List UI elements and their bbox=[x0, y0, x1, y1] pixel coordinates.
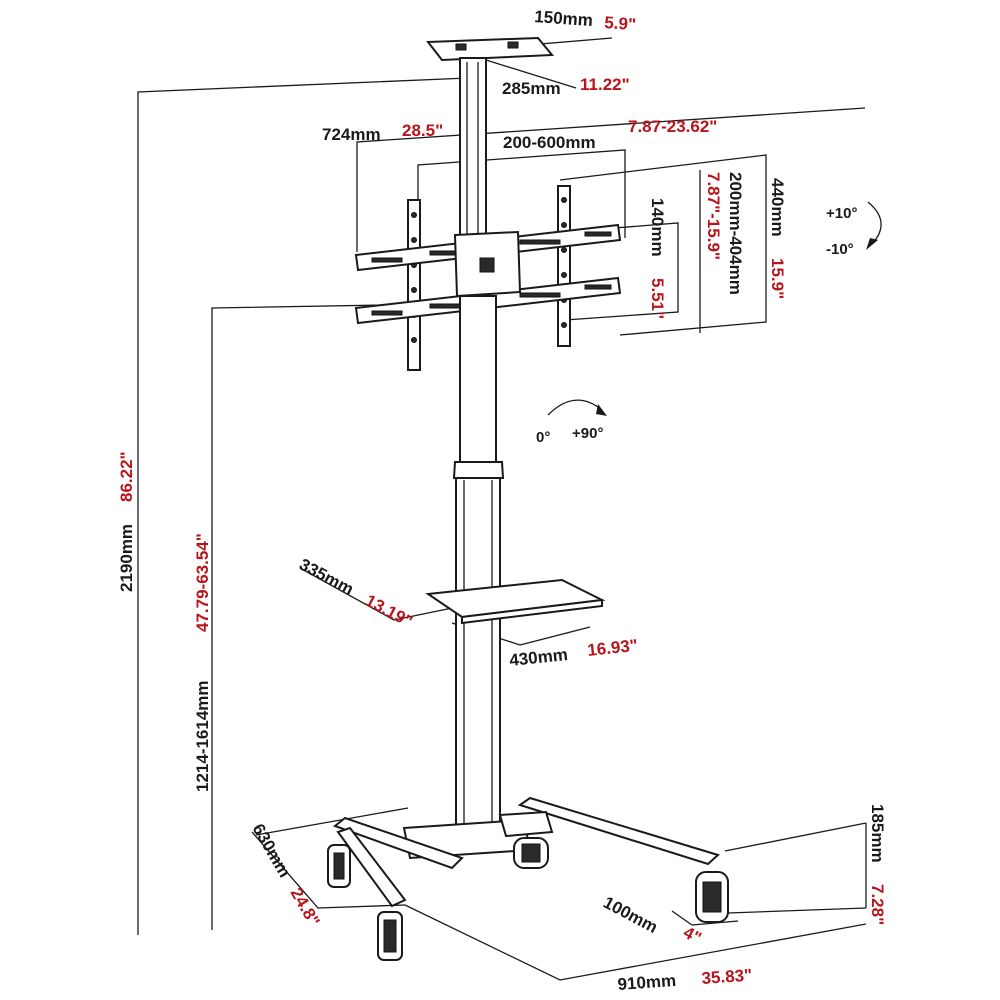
base-height-mm-label: 185mm bbox=[868, 804, 887, 863]
mount-height-mm-label: 440mm bbox=[768, 178, 787, 237]
tilt-down-label: -10° bbox=[826, 241, 854, 258]
rotation-end-label: +90° bbox=[572, 425, 603, 442]
main-column bbox=[452, 295, 505, 839]
rotation-start-label: 0° bbox=[536, 429, 550, 446]
vesa-width-mm-label: 200-600mm bbox=[503, 133, 596, 152]
height-clamp bbox=[452, 461, 505, 479]
tilt-up-label: +10° bbox=[826, 205, 857, 222]
tilt-arrow-icon bbox=[866, 201, 882, 250]
base-height-in-label: 7.28" bbox=[868, 884, 887, 925]
arm-spacing-mm-label: 140mm bbox=[648, 198, 667, 257]
base bbox=[332, 796, 720, 908]
adjustable-height-mm-label: 1214-1614mm bbox=[193, 680, 212, 792]
arm-spacing-in-label: 5.51" bbox=[648, 278, 667, 319]
caster-left bbox=[327, 844, 351, 888]
vesa-width-in-label: 7.87-23.62" bbox=[628, 117, 717, 136]
vesa-height-mm-label: 200mm-404mm bbox=[726, 172, 745, 295]
caster-rear bbox=[513, 837, 549, 869]
shelf bbox=[425, 578, 606, 625]
vesa-mount bbox=[354, 185, 622, 371]
caster-front bbox=[377, 911, 403, 961]
shelf-width-in-label: 16.93" bbox=[586, 636, 638, 660]
front-left-leg bbox=[336, 826, 407, 908]
right-leg bbox=[517, 796, 720, 866]
shelf-depth-in-label: 13.19" bbox=[362, 591, 416, 632]
casters bbox=[327, 837, 729, 961]
base-width-mm-label: 910mm bbox=[617, 971, 677, 994]
rear-left-leg bbox=[332, 816, 464, 870]
mount-height-in-label: 15.9" bbox=[768, 258, 787, 299]
adjustable-height-in-label: 47.79-63.54" bbox=[193, 533, 212, 632]
total-height-in-label: 86.22" bbox=[117, 451, 136, 502]
right-vertical-bracket bbox=[557, 185, 571, 347]
rear-right-leg bbox=[498, 810, 554, 838]
total-height-mm-label: 2190mm bbox=[117, 524, 136, 592]
rotation-arrow-icon bbox=[547, 399, 607, 416]
mount-width-in-label: 28.5" bbox=[402, 121, 443, 140]
ceiling-pole-mm-label: 285mm bbox=[502, 79, 561, 98]
top-plate-in-label: 5.9" bbox=[604, 13, 637, 34]
vesa-height-in-label: 7.87"-15.9" bbox=[704, 172, 723, 260]
top-plate-mm-label: 150mm bbox=[534, 7, 594, 30]
ceiling-pole-in-label: 11.22" bbox=[580, 75, 630, 94]
caster-right bbox=[695, 871, 729, 923]
left-vertical-bracket bbox=[407, 199, 421, 371]
base-width-in-label: 35.83" bbox=[701, 966, 753, 988]
mount-width-mm-label: 724mm bbox=[322, 125, 381, 144]
caster-mm-label: 100mm bbox=[600, 893, 661, 937]
upper-column bbox=[459, 57, 487, 239]
top-plate bbox=[426, 36, 555, 62]
shelf-depth-mm-label: 335mm bbox=[296, 555, 357, 599]
caster-in-label: 4" bbox=[680, 923, 704, 948]
shelf-width-mm-label: 430mm bbox=[508, 645, 568, 670]
